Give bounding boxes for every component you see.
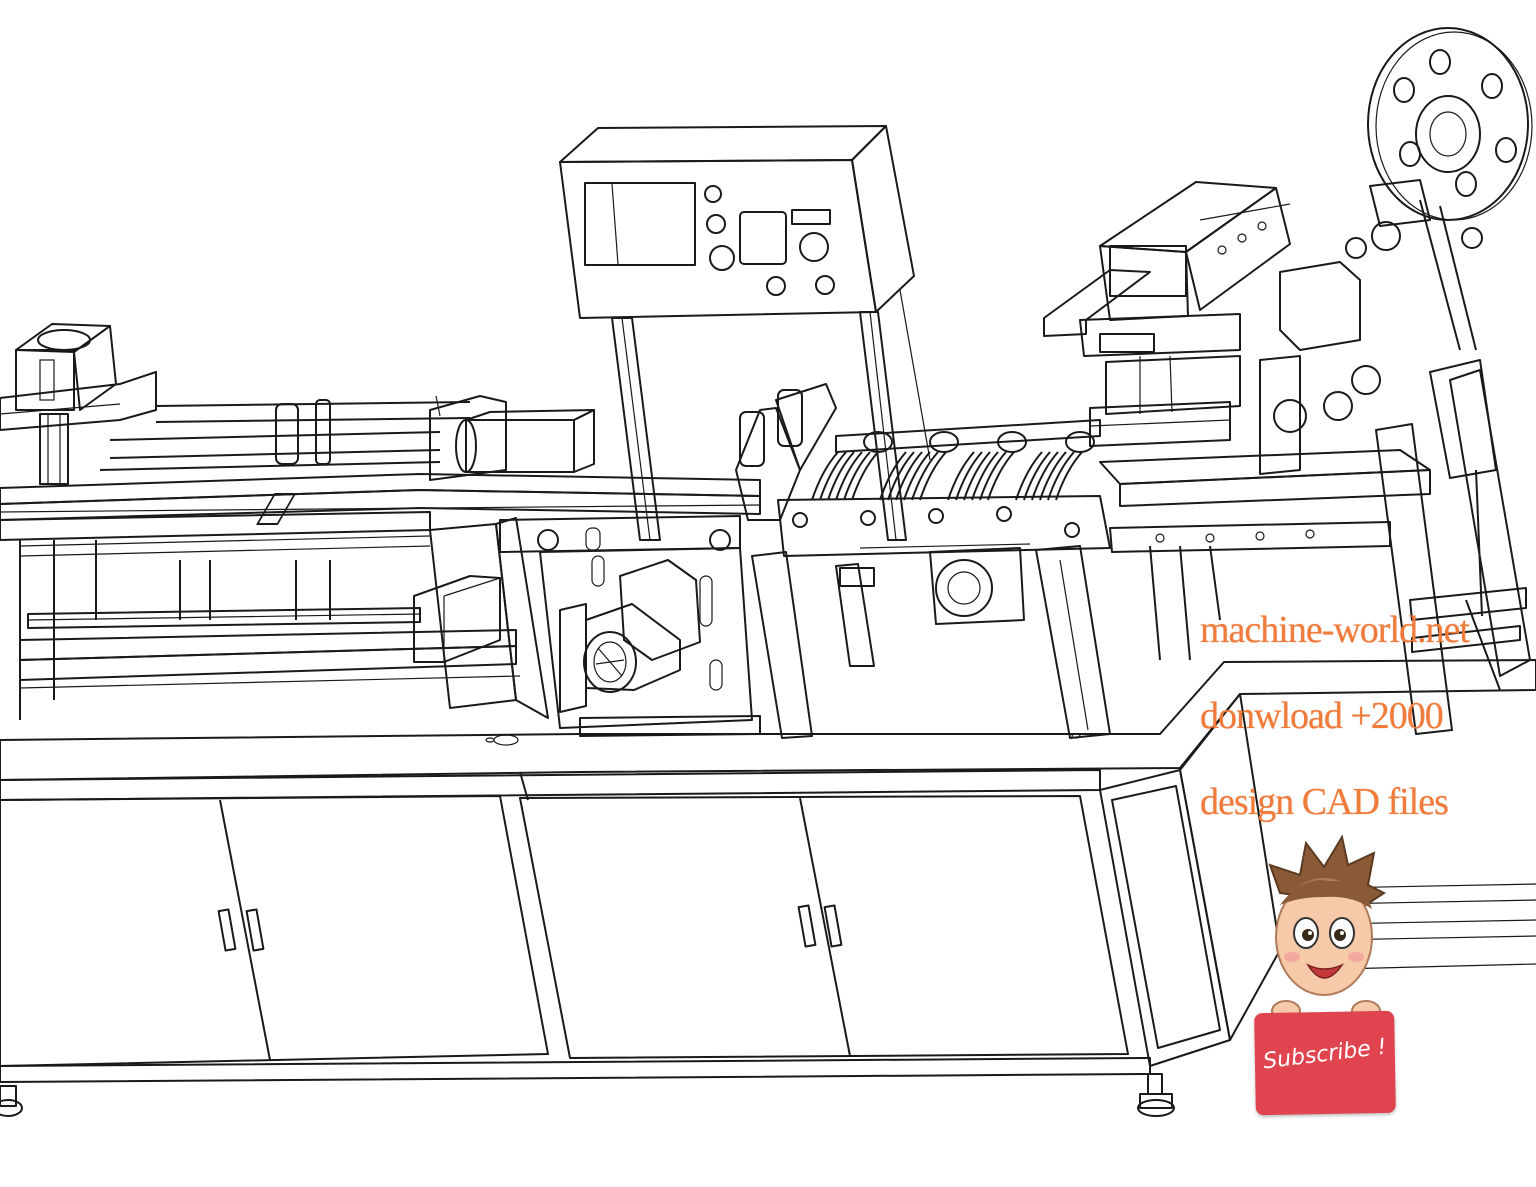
right-support-frame <box>1099 359 1531 735</box>
guide-rods-and-servo <box>99 395 595 481</box>
spring-roller-unit <box>735 383 1111 739</box>
spring-coil-2 <box>879 431 959 501</box>
watermark-site-url: machine-world.net <box>1200 609 1470 651</box>
material-reel <box>1367 27 1533 351</box>
mascot-cartoon-boy-icon <box>1268 835 1386 1022</box>
control-panel-box <box>559 125 931 541</box>
subscribe-badge[interactable]: Subscribe ! <box>1254 1010 1396 1116</box>
subscribe-label: Subscribe ! <box>1261 1034 1388 1075</box>
right-feeder-assembly <box>1043 179 1483 475</box>
left-cylinder-assembly <box>0 323 157 485</box>
center-conveyor-and-motor <box>499 515 761 737</box>
watermark-download-count: donwload +2000 <box>1200 695 1444 737</box>
watermark-cad-files: design CAD files <box>1200 781 1449 823</box>
left-rail-frame <box>0 473 761 720</box>
spring-coil-1 <box>811 431 893 501</box>
spring-coil-4 <box>1015 431 1095 501</box>
